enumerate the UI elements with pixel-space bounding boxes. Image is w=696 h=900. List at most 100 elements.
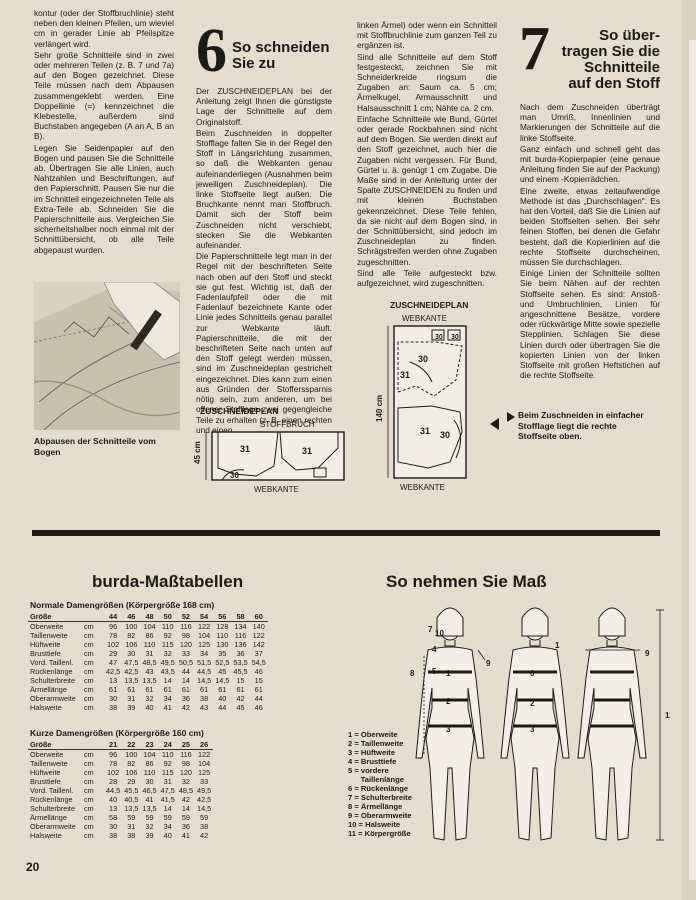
paragraph: Einfache Schnitteile wie Bund, Gürtel od… [357,113,497,267]
short-table-title: Kurze Damengrößen (Körpergröße 160 cm) [30,728,204,738]
table-cell: 42,5 [106,667,121,676]
plan-2-piece: 31 [420,426,430,436]
table-cell: 44,5 [106,786,121,795]
unit-cell: cm [84,777,94,786]
size-value: 26 [195,740,214,750]
table-cell: 104 [143,750,156,759]
cutting-plan-2: WEBKANTE WEBKANTE 140 cm 30 30 30 31 30 … [375,314,467,492]
paragraph: Beim Zuschneiden in doppelter Stofflage … [196,127,332,251]
table-cell: 116 [180,622,192,631]
unit-cell: cm [84,676,94,685]
paragraph: Sind alle Schnitteile auf dem Stoff fest… [357,51,497,113]
table-cell: 40 [145,703,154,712]
table-cell: 106 [125,768,138,777]
table-cell: 51,5 [197,658,212,667]
table-cell: 40 [109,795,118,804]
table-cell: 136 [234,640,247,649]
svg-text:1: 1 [555,641,560,650]
table-cell: 128 [216,622,229,631]
table-cell: 104 [143,622,156,631]
table-cell: 36 [236,649,245,658]
table-cell: 116 [180,750,192,759]
table-cell: 15 [236,676,245,685]
row-label: Taillenweite [30,759,68,768]
table-cell: 15 [254,676,263,685]
svg-text:2: 2 [530,699,535,708]
legend-item: 7 = Schulterbreite [348,793,412,802]
unit-cell: cm [84,822,94,831]
unit-cell: cm [84,813,94,822]
table-cell: 43 [200,703,209,712]
paragraph: Ganz einfach und schnell geht das mit bu… [520,143,660,185]
table-cell: 120 [179,768,192,777]
tables-heading: burda-Maßtabellen [92,572,244,591]
table-cell: 33 [181,649,190,658]
size-value: 24 [158,740,177,750]
table-cell: 46,5 [142,786,157,795]
table-cell: 38 [109,831,118,840]
plan-1-piece: 30 [230,471,239,480]
plan-2-piece: 31 [400,370,410,380]
svg-text:3: 3 [446,725,451,734]
caption-arrow-icon [507,412,515,422]
table-cell: 61 [254,685,263,694]
table-cell: 42,5 [124,667,139,676]
row-label: Oberarmweite [30,694,76,703]
row-label: Rückenlänge [30,667,73,676]
unit-cell: cm [84,694,94,703]
table-cell: 47,5 [124,658,139,667]
row-label: Oberarmweite [30,822,76,831]
table-cell: 29 [109,649,118,658]
table-cell: 106 [125,640,138,649]
paragraph: Der ZUSCHNEIDEPLAN bei der Anleitung zei… [196,86,332,127]
legend-item: 9 = Oberarmweite [348,811,412,820]
row-label: Brusttiefe [30,777,61,786]
plan-2-height-label: 140 cm [375,395,384,422]
step-7-number: 7 [519,15,550,83]
table-cell: 92 [163,759,172,768]
unit-cell: cm [84,795,94,804]
table-cell: 59 [181,813,190,822]
arrow-icon [490,418,499,430]
step-6-title: So schneiden Sie zu [232,39,330,72]
plan-2-title: ZUSCHNEIDEPLAN [390,300,469,310]
table-cell: 44,5 [197,667,212,676]
table-cell: 31 [127,694,136,703]
plan-2-piece: 30 [451,334,459,341]
table-cell: 14 [163,676,172,685]
unit-header [82,740,104,750]
step-6-number: 6 [196,17,227,85]
table-cell: 45,5 [124,786,139,795]
size-value: 52 [176,612,196,622]
step-6-text: Der ZUSCHNEIDEPLAN bei der Anleitung zei… [196,86,332,436]
table-cell: 33 [200,777,209,786]
svg-text:11: 11 [665,711,670,720]
table-cell: 40,5 [124,795,139,804]
svg-text:4: 4 [432,645,437,654]
table-cell: 125 [198,768,211,777]
table-cell: 86 [145,759,154,768]
svg-text:3: 3 [530,725,535,734]
table-cell: 43,5 [160,667,175,676]
unit-cell: cm [84,622,94,631]
hand-shape [103,282,180,361]
table-cell: 41 [181,831,190,840]
plan-2-piece: 30 [435,334,443,341]
table-cell: 110 [216,631,229,640]
unit-cell: cm [84,658,94,667]
legend-item: 2 = Taillenweite [348,739,404,748]
legend-item: 11 = Körpergröße [348,829,411,838]
table-cell: 125 [198,640,211,649]
size-value: 25 [176,740,196,750]
paragraph: Die Papierschnitteile legt man in der Re… [196,251,332,435]
table-cell: 44 [254,694,263,703]
table-cell: 34 [200,649,209,658]
row-label: Schulterbreite [30,676,76,685]
table-cell: 38 [109,703,118,712]
table-cell: 61 [236,685,245,694]
table-cell: 82 [127,759,136,768]
intro-column: kontur (oder der Stoffbruchlinie) steht … [34,8,174,256]
table-cell: 41,5 [160,795,175,804]
